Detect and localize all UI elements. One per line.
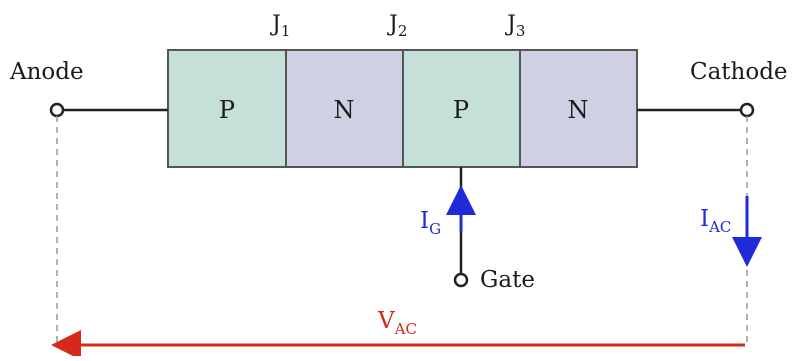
segment-letter-4: N [568,96,589,124]
segment-letter-2: N [334,96,355,124]
cathode-terminal-icon [739,102,755,118]
junction-label-j1: J1 [270,12,290,40]
gate-label: Gate [480,267,535,293]
pnpn-structure: P N P N [167,49,638,168]
gate-current-label: IG [420,208,441,238]
cathode-label: Cathode [690,59,788,85]
voltage-label: VAC [377,308,417,338]
n-region-1 [285,49,404,168]
gate-terminal-icon [453,272,469,288]
anode-cathode-current-label: IAC [700,206,731,236]
segment-letter-1: P [219,96,235,124]
junction-label-j2: J2 [387,12,407,40]
p-region-anode [167,49,287,168]
junction-label-j3: J3 [505,12,525,40]
p-region-gate [402,49,521,168]
n-region-cathode [519,49,638,168]
anode-label: Anode [9,59,84,85]
anode-terminal-icon [49,102,65,118]
segment-letter-3: P [453,96,469,124]
